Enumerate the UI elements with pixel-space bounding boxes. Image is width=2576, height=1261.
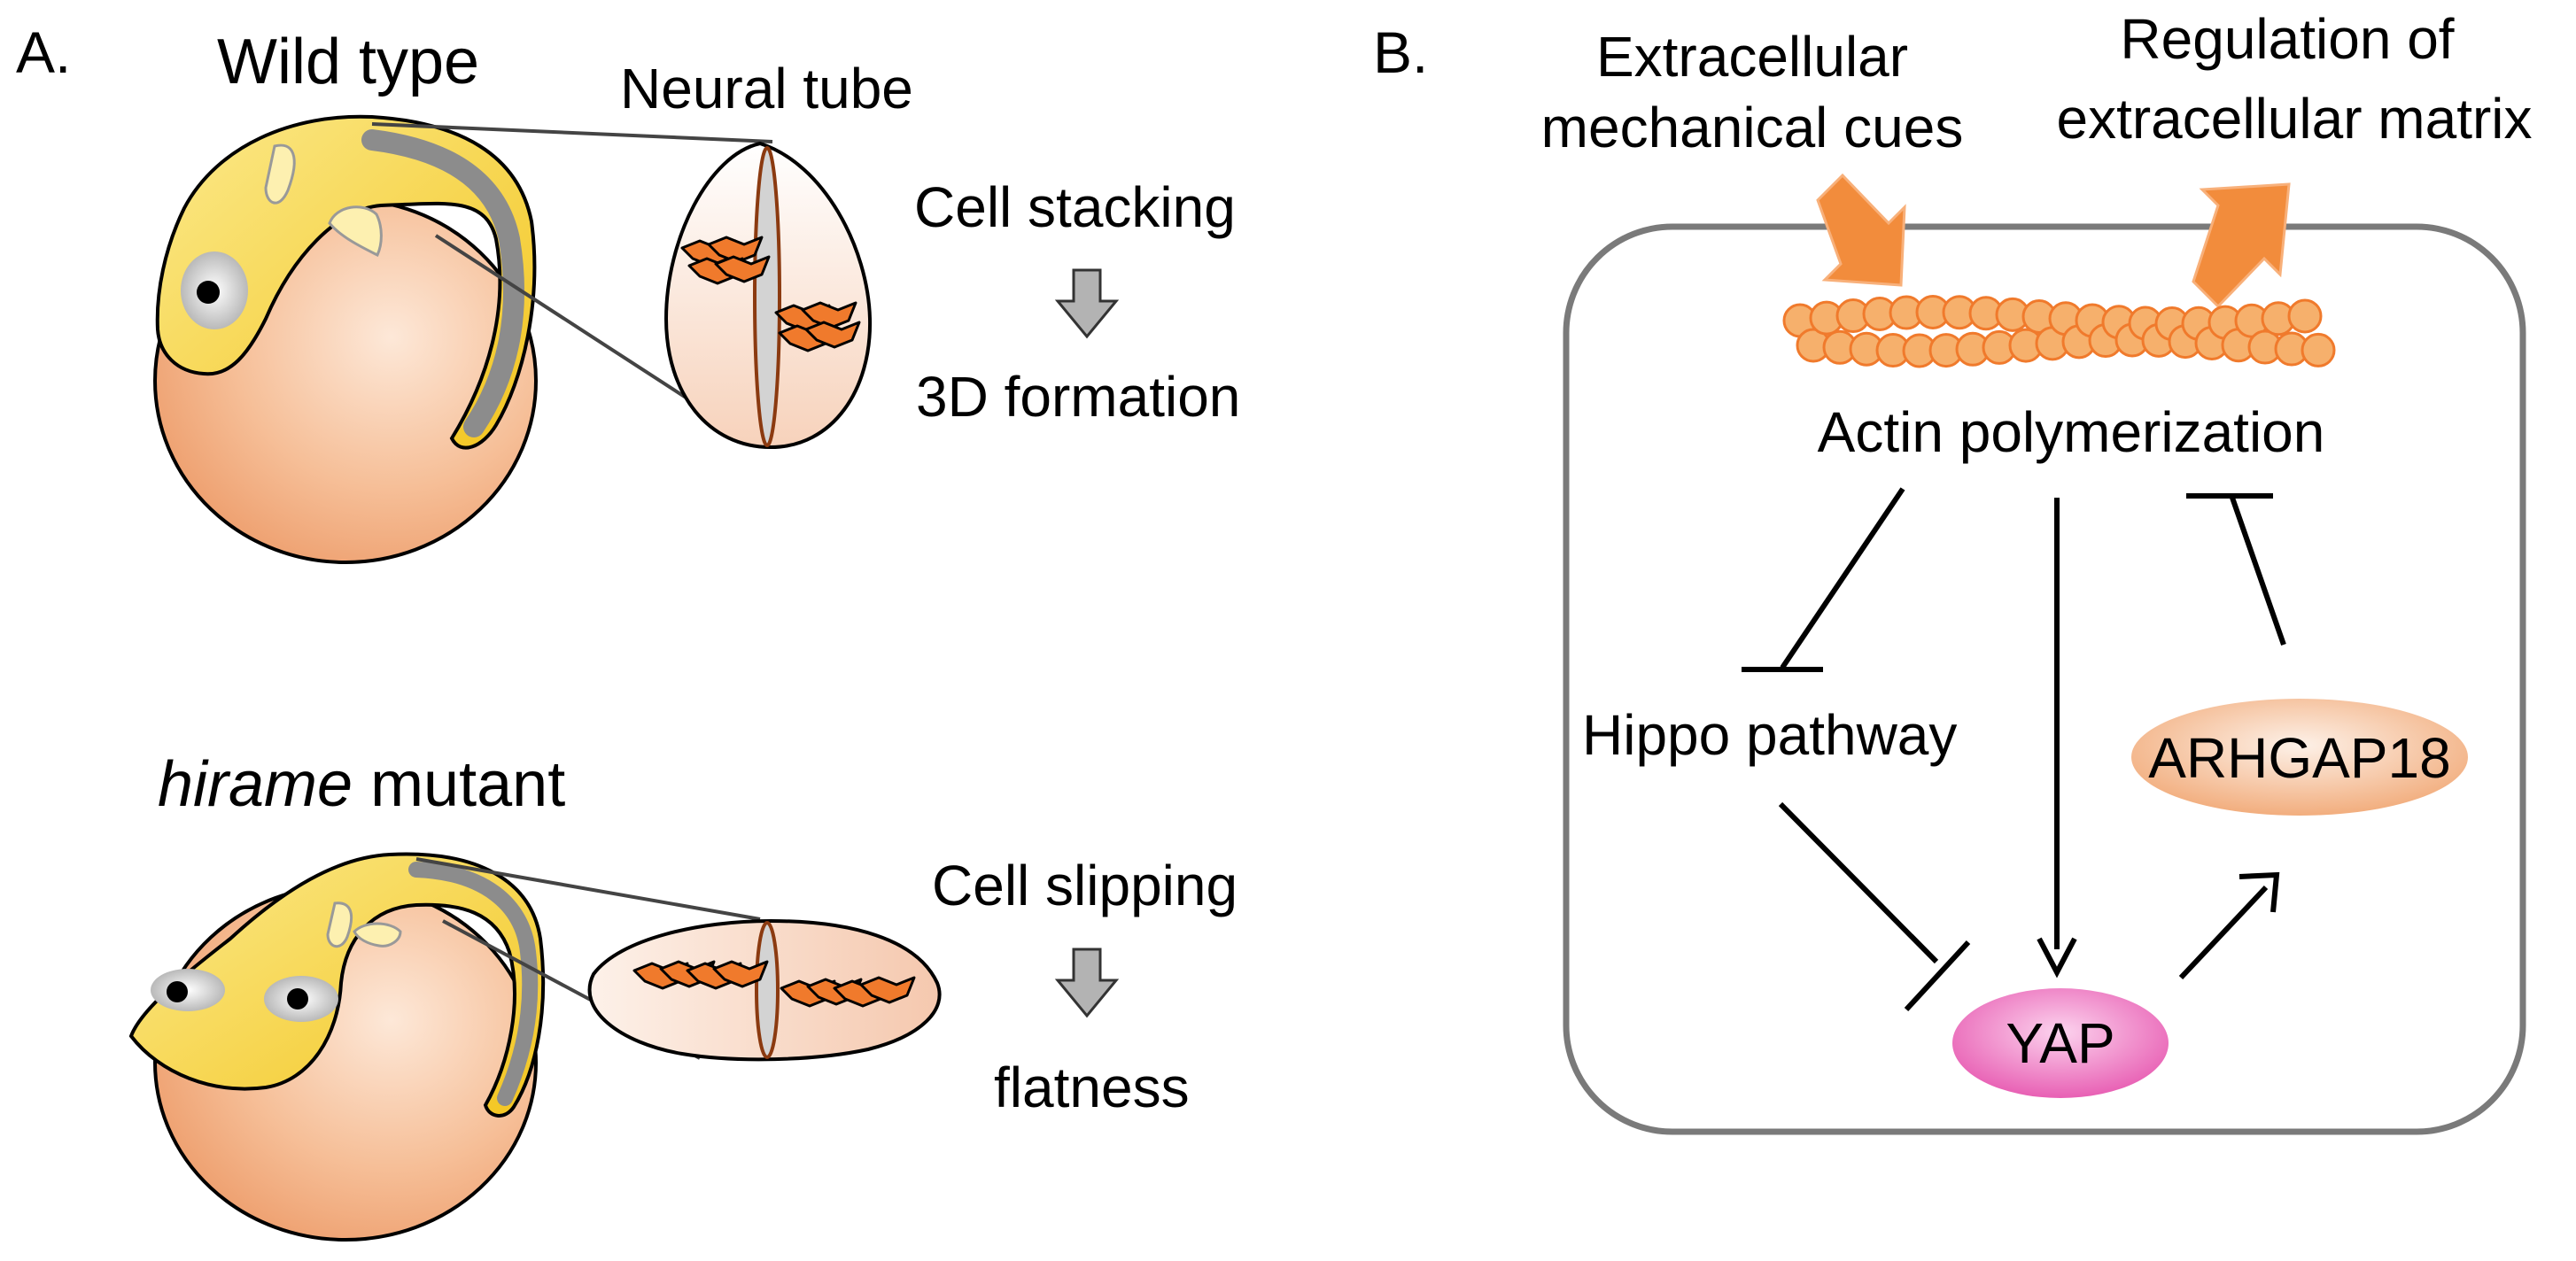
wt-neural-keel xyxy=(361,129,524,437)
input-label-line1: Extracellular xyxy=(1596,25,1908,89)
input-label-line2: mechanical cues xyxy=(1541,96,1964,159)
panel-b-label: B. xyxy=(1373,19,1428,85)
mutant-title-italic: hirame xyxy=(158,749,353,820)
output-label-line2: extracellular matrix xyxy=(2056,87,2532,151)
wt-eye-pupil xyxy=(197,281,220,304)
arhgap18-label: ARHGAP18 xyxy=(2148,726,2450,790)
wt-outcome-bottom: 3D formation xyxy=(916,365,1240,429)
mut-zoom-line-top xyxy=(415,857,761,921)
edge-hippo-inhibits-yap xyxy=(1778,801,1939,964)
mut-neural-tube xyxy=(587,918,942,1062)
mut-neural-keel xyxy=(408,862,539,1106)
wt-body xyxy=(155,114,537,450)
mut-eye-right-pupil xyxy=(287,988,308,1010)
actin-bead xyxy=(2301,332,2336,367)
yap-node xyxy=(1952,988,2169,1098)
mutant-title: hirame mutant xyxy=(158,749,565,820)
wt-fin xyxy=(328,205,383,258)
wild-type-embryo xyxy=(153,114,538,564)
actin-bead xyxy=(2287,298,2323,334)
edge-hippo-inhibits-yap-bar xyxy=(1904,940,1971,1012)
mut-outcome-top: Cell slipping xyxy=(932,854,1238,917)
mut-eye-left-pupil xyxy=(167,981,188,1002)
wt-down-arrow xyxy=(1054,268,1120,339)
arrowhead-arhgap18 xyxy=(2238,871,2280,913)
mutant-embryo xyxy=(128,852,546,1242)
wt-zoom-line-top xyxy=(371,122,773,143)
hippo-label: Hippo pathway xyxy=(1582,703,1957,767)
mutant-title-rest: mutant xyxy=(353,749,565,820)
yap-label: YAP xyxy=(2006,1011,2114,1075)
wild-type-title: Wild type xyxy=(217,27,479,97)
mut-down-arrow xyxy=(1054,948,1120,1018)
actin-label: Actin polymerization xyxy=(1818,400,2325,464)
mut-eye-left-outer xyxy=(151,969,225,1011)
edge-actin-inhibits-hippo xyxy=(1780,487,1905,669)
mut-midline xyxy=(755,921,780,1059)
actin-filament xyxy=(1782,294,2336,368)
wt-otic-vesicle xyxy=(264,143,296,205)
mut-outcome-bottom: flatness xyxy=(994,1056,1190,1119)
cell-boundary xyxy=(1563,223,2526,1135)
arrowhead-yap xyxy=(2037,937,2077,979)
output-arrow xyxy=(2192,182,2291,309)
mut-fin xyxy=(353,922,402,948)
neural-tube-label: Neural tube xyxy=(620,57,913,120)
arhgap18-node xyxy=(2131,699,2468,816)
wt-outcome-top: Cell stacking xyxy=(914,175,1236,239)
edge-yap-activates-arhgap18 xyxy=(2178,885,2269,980)
output-label-line1: Regulation of xyxy=(2120,7,2454,71)
wt-neural-tube xyxy=(663,141,873,450)
panel-a-label: A. xyxy=(16,19,71,85)
mut-otic-vesicle xyxy=(326,901,353,948)
edge-arhgap18-inhibits-actin xyxy=(2230,497,2286,646)
input-arrow xyxy=(1816,173,1906,287)
wt-midline xyxy=(753,146,781,447)
